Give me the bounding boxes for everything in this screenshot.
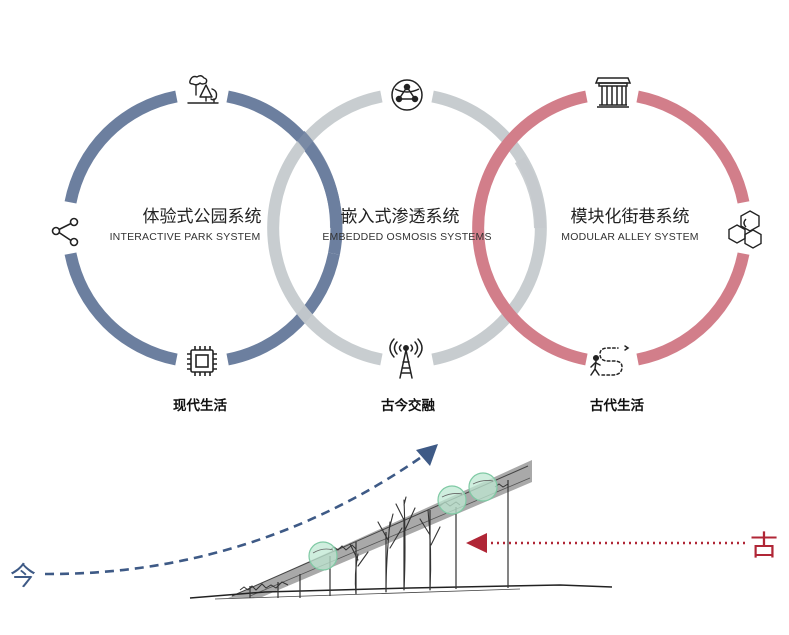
globe-network-icon <box>391 79 423 111</box>
modern-arrow <box>44 444 438 576</box>
section-sketch <box>189 460 613 600</box>
glass-bubble-2 <box>437 485 467 515</box>
trees-icon <box>187 75 219 104</box>
alley-title-cn: 模块化街巷系统 <box>571 207 690 227</box>
ring-alley-arc-lower-right <box>636 252 750 366</box>
park-title-cn: 体验式公园系统 <box>143 207 262 227</box>
label-ancient-life: 古代生活 <box>590 397 644 414</box>
ring-park <box>64 90 343 366</box>
glass-bubble-1 <box>308 541 338 571</box>
ring-park-arc-upper-left <box>64 90 178 204</box>
osmosis-title-cn: 嵌入式渗透系统 <box>341 207 460 227</box>
modern-arrowhead <box>416 444 438 466</box>
radio-tower-icon <box>389 338 423 379</box>
alley-title-en: MODULAR ALLEY SYSTEM <box>561 231 698 243</box>
share-network-icon <box>51 217 79 247</box>
ancient-arrow <box>466 533 745 553</box>
traditional-gate-icon <box>594 77 632 108</box>
glass-bubble-3 <box>468 472 498 502</box>
label-now: 今 <box>10 562 36 592</box>
osmosis-title-en: EMBEDDED OSMOSIS SYSTEMS <box>322 231 491 243</box>
ring-osmosis-arc-right <box>431 90 547 366</box>
walking-path-icon <box>590 345 630 376</box>
ring-park-arc-lower-right <box>226 252 340 366</box>
ring-osmosis <box>267 90 547 366</box>
label-modern-life: 现代生活 <box>173 397 227 414</box>
chip-icon <box>187 346 217 376</box>
ring-osmosis-arc-left <box>267 90 383 366</box>
bare-trees <box>349 496 441 595</box>
ring-alley-arc-left <box>472 90 588 366</box>
park-title-en: INTERACTIVE PARK SYSTEM <box>110 231 261 243</box>
hexagon-cluster-icon <box>728 210 762 249</box>
label-ancient-modern-blend: 古今交融 <box>381 397 435 414</box>
ring-alley <box>472 90 750 366</box>
label-ancient: 古 <box>750 529 778 562</box>
ring-park-arc-lower-left <box>64 252 178 366</box>
ring-alley-arc-upper-right <box>636 90 750 204</box>
ancient-arrowhead <box>466 533 487 553</box>
ground-line <box>189 584 613 599</box>
